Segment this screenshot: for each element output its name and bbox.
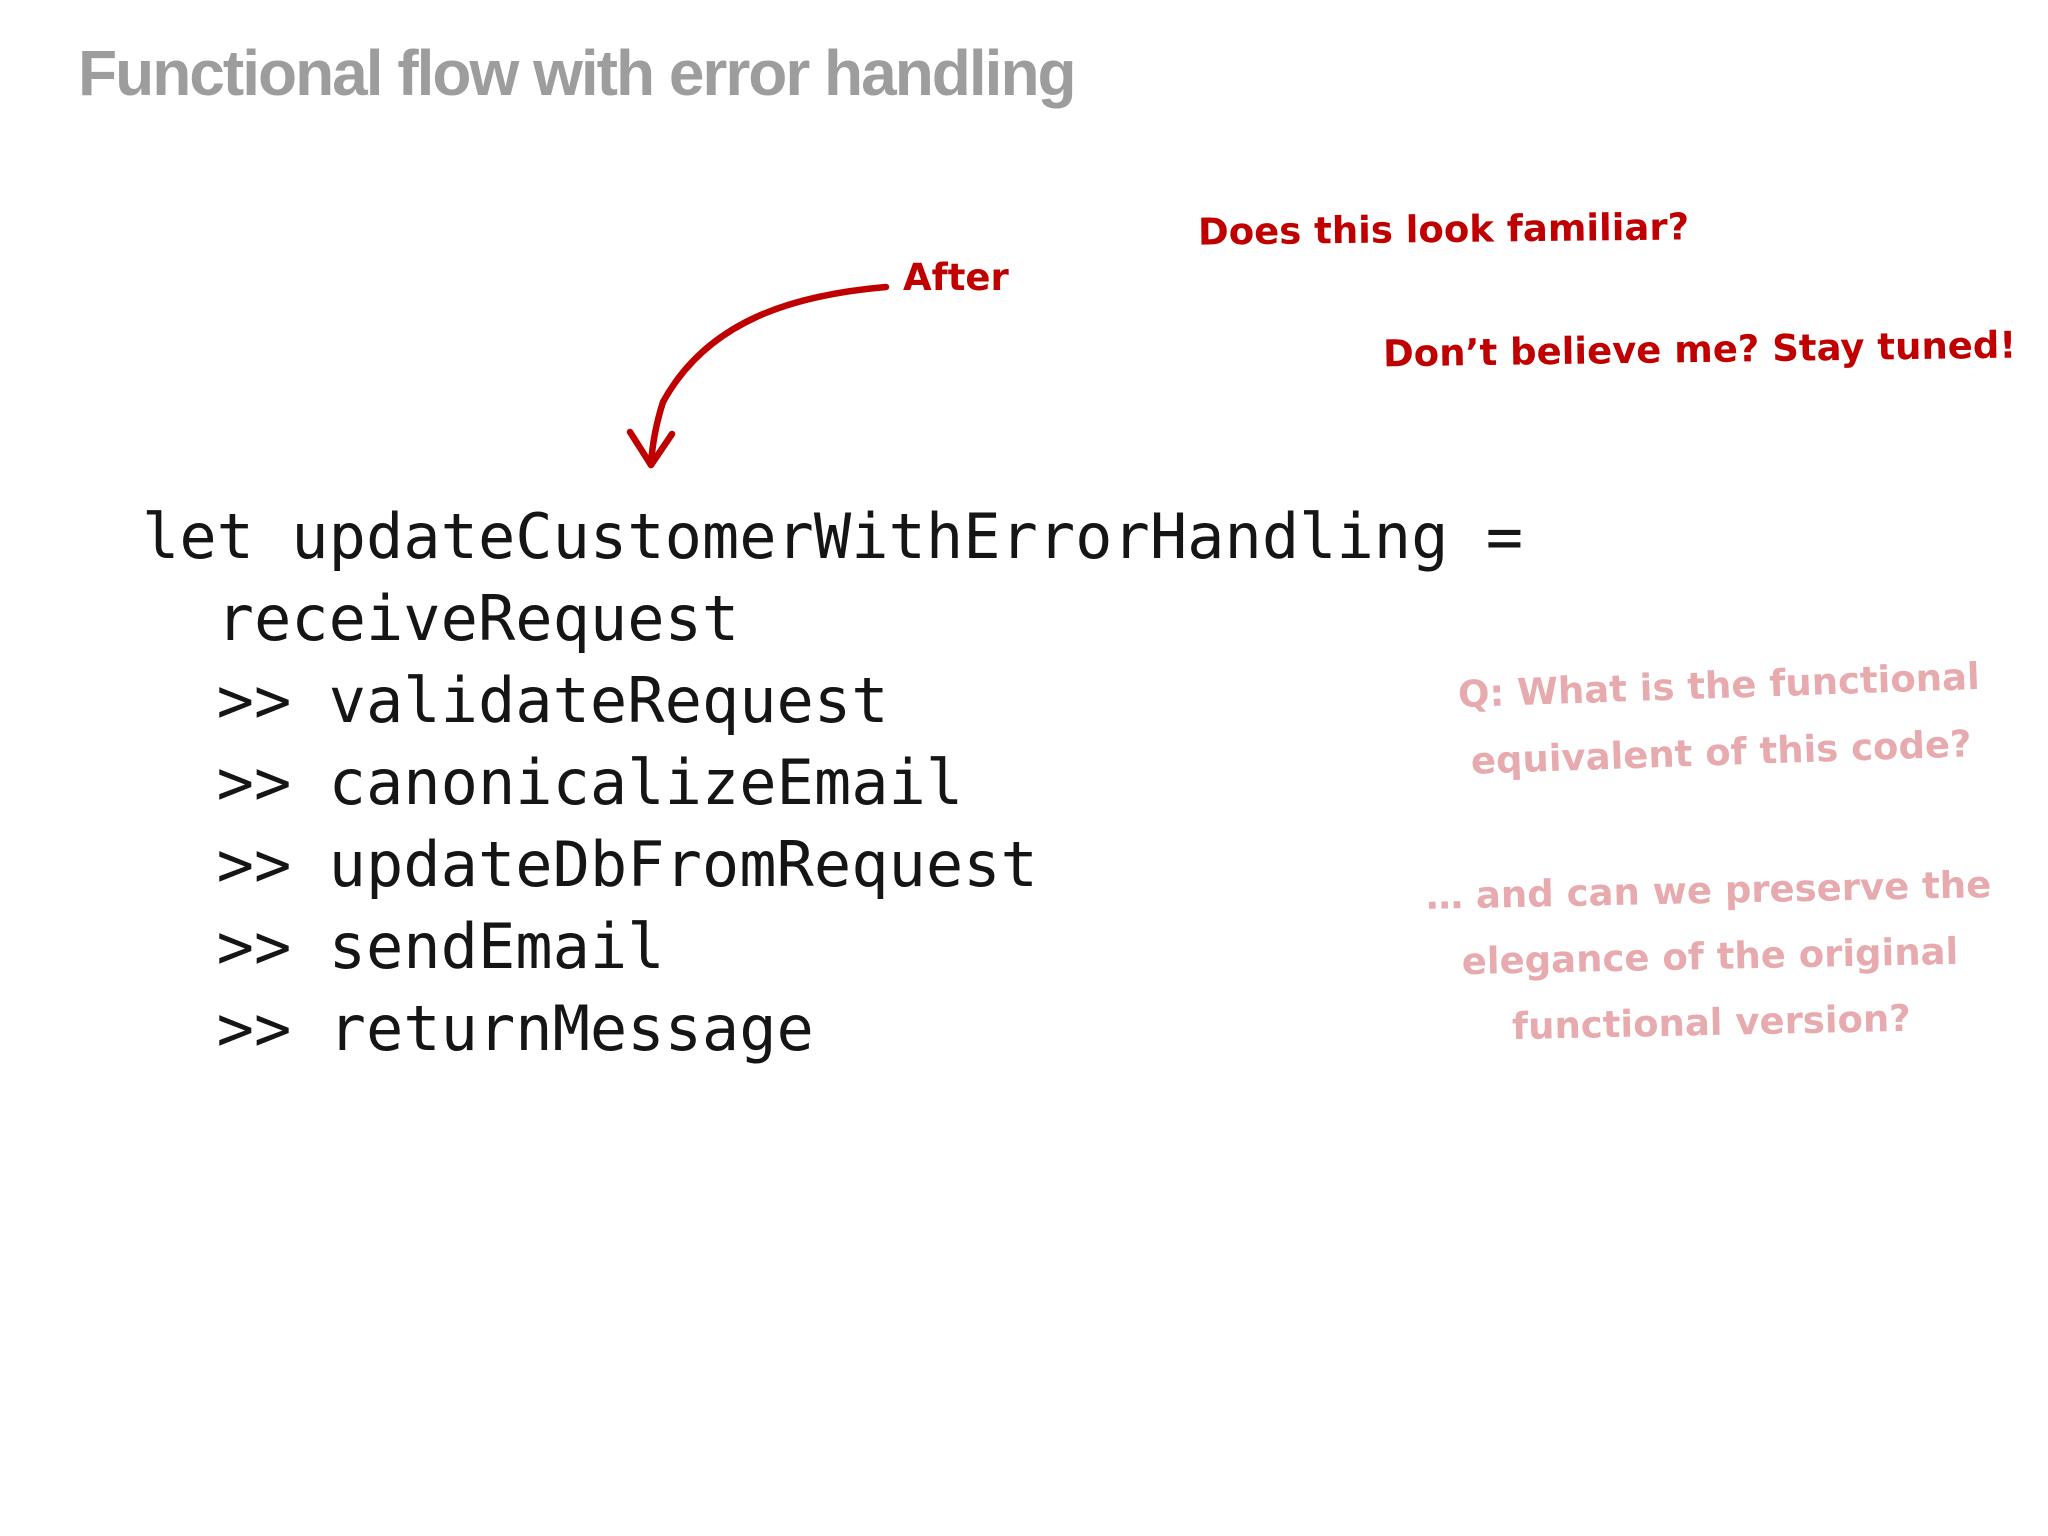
annotation-does-this-look-familiar: Does this look familiar? [1197,205,1690,254]
annotation-line: … and can we preserve the [1425,863,1992,918]
code-line: >> sendEmail [142,910,665,983]
curved-arrow-icon [626,283,890,469]
annotation-after-label: After [903,256,1009,299]
code-block: let updateCustomerWithErrorHandling = re… [142,496,1523,1070]
code-line: >> canonicalizeEmail [142,746,964,819]
code-line: >> updateDbFromRequest [142,828,1038,901]
arrow-shaft [647,283,890,469]
code-line: >> validateRequest [142,664,889,737]
arrow-head [626,428,676,469]
annotation-question-preserve-elegance: … and can we preserve the elegance of th… [1418,852,2002,1062]
annotation-line: functional version? [1511,996,1912,1049]
annotation-stay-tuned: Don’t believe me? Stay tuned! [1382,323,2017,376]
code-line: receiveRequest [142,582,740,655]
annotation-line: elegance of the original [1461,929,1959,984]
annotation-question-functional-equivalent: Q: What is the functional equivalent of … [1438,642,2002,795]
page-title: Functional flow with error handling [78,37,1077,109]
code-line: >> returnMessage [142,992,814,1065]
code-line: let updateCustomerWithErrorHandling = [142,500,1524,573]
